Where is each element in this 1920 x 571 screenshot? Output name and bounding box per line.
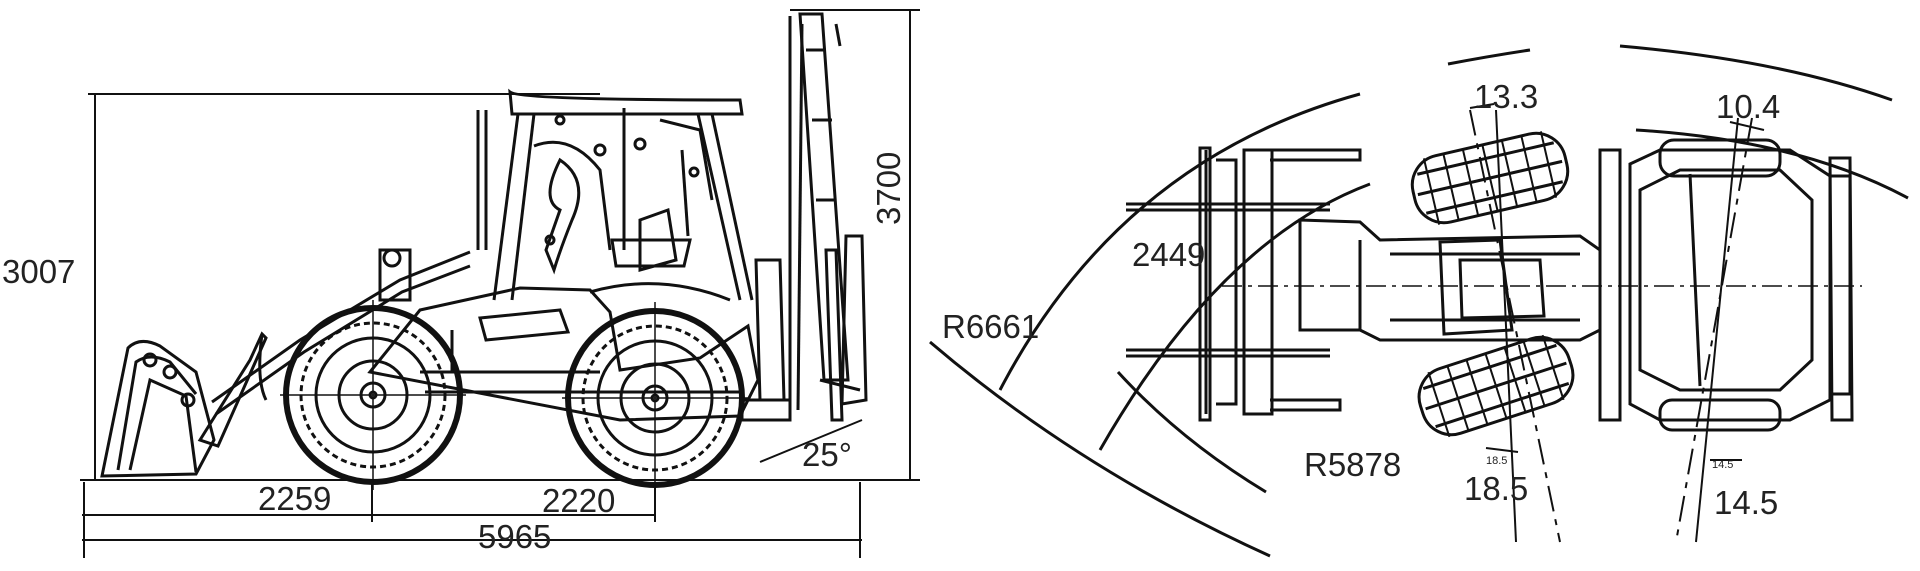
dim-transport-height: 3700 bbox=[870, 152, 907, 225]
dim-inner-radius: R5878 bbox=[1304, 446, 1401, 483]
small-mark-rear: 14.5 bbox=[1712, 459, 1733, 471]
loader-arm bbox=[197, 248, 471, 448]
top-front-tire-upper bbox=[1410, 131, 1570, 225]
chassis bbox=[367, 286, 760, 422]
side-dimension-lines bbox=[80, 9, 920, 558]
dim-rear-wheel-angle: 14.5 bbox=[1714, 484, 1778, 521]
rear-wheel bbox=[562, 282, 748, 494]
top-view: R6661 R5878 2449 13.3 10.4 18.5 14.5 18.… bbox=[929, 44, 1909, 558]
dim-front-steer-angle: 13.3 bbox=[1474, 78, 1538, 115]
top-rear-tire-lower bbox=[1658, 398, 1782, 432]
dim-total-height: 3007 bbox=[2, 253, 75, 290]
turning-arcs bbox=[929, 44, 1909, 558]
top-front-bucket bbox=[1126, 146, 1362, 422]
dim-front-overhang: 2259 bbox=[258, 480, 331, 517]
dim-departure-angle: 25° bbox=[802, 436, 852, 473]
steer-angle-lines bbox=[1469, 103, 1765, 543]
front-wheel bbox=[280, 300, 466, 490]
front-bucket bbox=[100, 340, 216, 478]
backhoe-boom bbox=[740, 12, 868, 422]
top-rear-tire-upper bbox=[1658, 138, 1782, 178]
dim-outer-radius: R6661 bbox=[942, 308, 1039, 345]
dim-front-wheel-angle: 18.5 bbox=[1464, 470, 1528, 507]
dim-rear-steer-angle: 10.4 bbox=[1716, 88, 1780, 125]
dim-bucket-width: 2449 bbox=[1132, 236, 1205, 273]
operator-cab bbox=[476, 88, 754, 301]
dim-overall-length: 5965 bbox=[478, 518, 551, 555]
top-chassis bbox=[1222, 148, 1862, 422]
side-view: 3007 3700 2259 2220 5965 25° bbox=[2, 9, 920, 558]
dim-wheelbase: 2220 bbox=[542, 482, 615, 519]
small-mark-front: 18.5 bbox=[1486, 455, 1507, 467]
top-front-tire-lower bbox=[1417, 334, 1575, 438]
